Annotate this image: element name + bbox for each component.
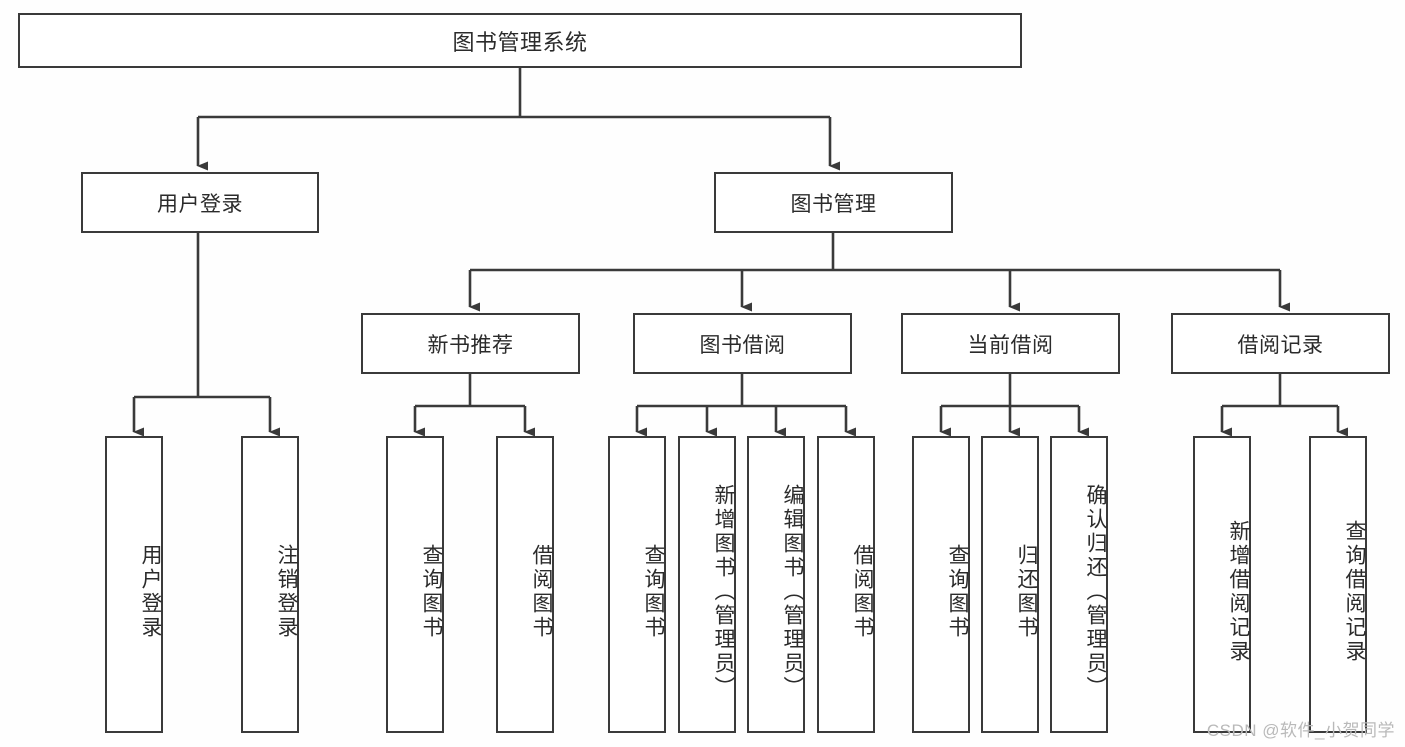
leaf-label: 新增借阅记录 bbox=[1227, 519, 1250, 664]
leaf-current-query-book[interactable]: 查询图书 bbox=[912, 436, 970, 733]
leaf-borrow-edit-book-admin[interactable]: 编辑图书（管理员） bbox=[747, 436, 805, 733]
node-new-book-recommend[interactable]: 新书推荐 bbox=[361, 313, 580, 374]
leaf-label: 注销登录 bbox=[275, 543, 298, 640]
leaf-label: 查询借阅记录 bbox=[1343, 519, 1366, 664]
leaf-label: 新增图书（管理员） bbox=[712, 483, 735, 700]
leaf-records-add-record[interactable]: 新增借阅记录 bbox=[1193, 436, 1251, 733]
leaf-new-book-query[interactable]: 查询图书 bbox=[386, 436, 444, 733]
node-current-borrow[interactable]: 当前借阅 bbox=[901, 313, 1120, 374]
node-root-system[interactable]: 图书管理系统 bbox=[18, 13, 1022, 68]
leaf-label: 确认归还（管理员） bbox=[1084, 483, 1107, 700]
leaf-label: 借阅图书 bbox=[851, 543, 874, 640]
leaf-label: 编辑图书（管理员） bbox=[781, 483, 804, 700]
watermark-text: CSDN @软件_小贺同学 bbox=[1206, 721, 1395, 740]
node-book-borrow[interactable]: 图书借阅 bbox=[633, 313, 852, 374]
leaf-label: 查询图书 bbox=[642, 543, 665, 640]
node-borrow-records[interactable]: 借阅记录 bbox=[1171, 313, 1390, 374]
leaf-current-confirm-return-admin[interactable]: 确认归还（管理员） bbox=[1050, 436, 1108, 733]
leaf-borrow-borrow-book[interactable]: 借阅图书 bbox=[817, 436, 875, 733]
leaf-records-query-record[interactable]: 查询借阅记录 bbox=[1309, 436, 1367, 733]
leaf-borrow-query-book[interactable]: 查询图书 bbox=[608, 436, 666, 733]
leaf-new-book-borrow[interactable]: 借阅图书 bbox=[496, 436, 554, 733]
leaf-current-return-book[interactable]: 归还图书 bbox=[981, 436, 1039, 733]
node-user-login[interactable]: 用户登录 bbox=[81, 172, 319, 233]
leaf-label: 查询图书 bbox=[420, 543, 443, 640]
leaf-borrow-add-book-admin[interactable]: 新增图书（管理员） bbox=[678, 436, 736, 733]
leaf-user-login-login[interactable]: 用户登录 bbox=[105, 436, 163, 733]
leaf-label: 借阅图书 bbox=[530, 543, 553, 640]
node-book-management[interactable]: 图书管理 bbox=[714, 172, 953, 233]
leaf-user-login-logout[interactable]: 注销登录 bbox=[241, 436, 299, 733]
leaf-label: 用户登录 bbox=[139, 543, 162, 640]
leaf-label: 查询图书 bbox=[946, 543, 969, 640]
leaf-label: 归还图书 bbox=[1015, 543, 1038, 640]
